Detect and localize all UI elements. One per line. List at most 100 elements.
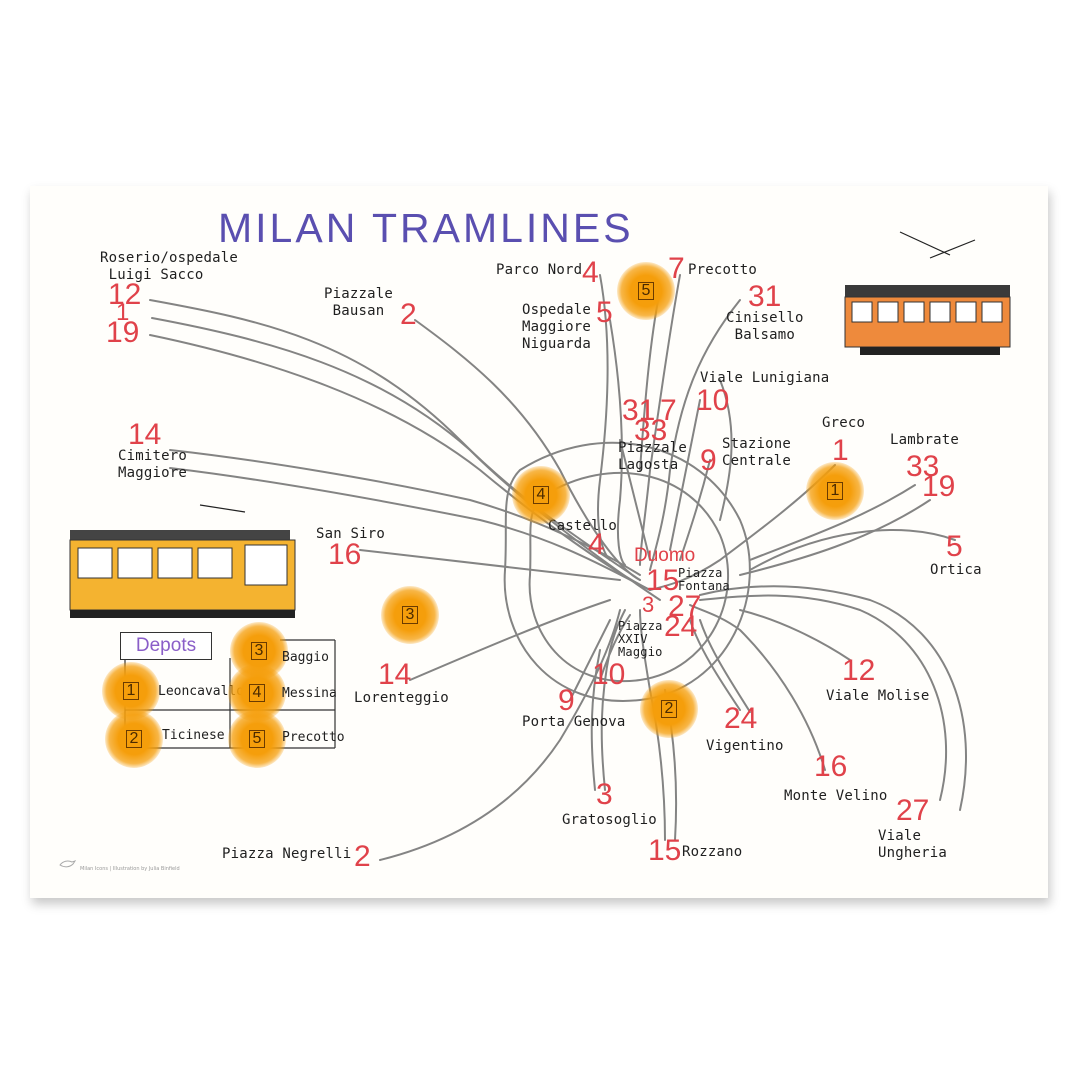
line-number: 3 xyxy=(596,778,613,811)
line-number: 31 xyxy=(622,394,656,427)
station-porta-genova: Porta Genova xyxy=(522,714,626,730)
line-10-s xyxy=(599,614,631,681)
line-27-se-b xyxy=(699,585,967,811)
line-1-nw xyxy=(149,334,651,591)
line-number: 1 xyxy=(116,299,130,326)
line-7 xyxy=(639,274,681,566)
line-12-se xyxy=(739,609,851,661)
line-24-s-b xyxy=(699,619,751,713)
station-niguarda: Ospedale Maggiore Niguarda xyxy=(522,302,592,352)
line-14-nw xyxy=(169,449,641,576)
line-number: 33 xyxy=(906,450,940,483)
line-number: 9 xyxy=(700,444,717,477)
line-2-sw xyxy=(379,609,621,861)
line-9-n xyxy=(679,459,711,561)
line-16-se xyxy=(689,604,826,771)
station-bausan: Piazzale Bausan xyxy=(324,286,394,319)
line-16-w xyxy=(359,549,621,581)
line-number: 19 xyxy=(106,316,140,349)
line-10-n xyxy=(669,399,701,551)
depot-marker-3: 3 xyxy=(381,586,439,644)
line-5-n xyxy=(609,319,626,566)
map-title: MILAN TRAMLINES xyxy=(218,205,634,251)
line-number: 5 xyxy=(596,296,613,329)
line-24-s xyxy=(689,619,741,711)
line-27-se xyxy=(699,594,948,801)
line-3 xyxy=(600,609,626,791)
station-xxiv-maggio: Piazza XXIV Maggio xyxy=(618,619,663,659)
line-lunigiana xyxy=(719,379,733,521)
station-cimitero: Cimitero Maggiore xyxy=(118,448,188,481)
line-number: 24 xyxy=(724,702,758,735)
legend-depot-4-name: Messina xyxy=(282,686,337,701)
station-ungheria: Viale Ungheria xyxy=(878,828,948,861)
station-san-siro: San Siro xyxy=(316,526,386,542)
line-number: 31 xyxy=(748,280,782,313)
line-number: 7 xyxy=(660,394,677,427)
line-number: 2 xyxy=(400,298,417,331)
line-3-b xyxy=(590,649,601,791)
line-5-e xyxy=(749,529,956,571)
vintage-tram-icon xyxy=(844,231,1011,355)
legend-depot-2: 2 xyxy=(105,710,163,768)
line-33 xyxy=(619,439,651,561)
station-lorenteggio: Lorenteggio xyxy=(354,690,449,706)
line-number: 10 xyxy=(592,658,626,691)
legend-depot-5: 5 xyxy=(228,710,286,768)
line-number: 2 xyxy=(354,840,371,873)
station-negrelli: Piazza Negrelli xyxy=(222,846,352,862)
line-number: 15 xyxy=(648,834,682,867)
depot-marker-4: 4 xyxy=(512,466,570,524)
line-number: 7 xyxy=(668,252,685,285)
station-fontana: Piazza Fontana xyxy=(678,566,730,593)
depot-marker-1: 1 xyxy=(806,462,864,520)
bird-icon xyxy=(59,860,76,868)
line-number: 12 xyxy=(108,278,142,311)
station-lunigiana: Viale Lunigiana xyxy=(700,370,830,386)
legend-depot-1-name: Leoncavallo xyxy=(158,684,245,699)
line-14-nw-b xyxy=(169,467,651,591)
station-centrale: Stazione Centrale xyxy=(722,436,792,469)
line-number: 14 xyxy=(128,418,162,451)
station-lambrate: Lambrate xyxy=(890,432,960,448)
line-33-ne xyxy=(749,484,916,561)
line-number: 16 xyxy=(328,538,362,571)
line-number: 3 xyxy=(642,592,655,617)
line-number: 27 xyxy=(668,590,702,623)
line-number: 1 xyxy=(832,434,849,467)
credit-line: Milan Icons | Illustration by Julia Binf… xyxy=(80,866,180,872)
line-number: 4 xyxy=(588,528,605,561)
depot-marker-5: 5 xyxy=(617,262,675,320)
station-molise: Viale Molise xyxy=(826,688,930,704)
line-12 xyxy=(149,299,641,581)
line-number: 12 xyxy=(842,654,876,687)
line-number: 24 xyxy=(664,610,698,643)
line-number: 16 xyxy=(814,750,848,783)
line-number: 14 xyxy=(378,658,412,691)
legend-depot-5-name: Precotto xyxy=(282,730,345,745)
station-parco-nord: Parco Nord xyxy=(496,262,583,278)
station-ortica: Ortica xyxy=(930,562,982,578)
line-19 xyxy=(151,317,661,601)
line-9-s xyxy=(569,619,611,701)
line-number: 9 xyxy=(558,684,575,717)
line-number: 19 xyxy=(922,470,956,503)
depot-marker-2: 2 xyxy=(640,680,698,738)
station-greco: Greco xyxy=(822,415,866,431)
depots-heading: Depots xyxy=(120,632,212,660)
station-castello: Castello xyxy=(548,518,618,534)
station-lagosta: Piazzale Lagosta xyxy=(618,440,688,473)
station-precotto: Precotto xyxy=(688,262,758,278)
station-rozzano: Rozzano xyxy=(682,844,743,860)
legend-depot-3-name: Baggio xyxy=(282,650,329,665)
ring-line-inner xyxy=(528,471,729,683)
legend-depot-2-name: Ticinese xyxy=(162,728,225,743)
line-4-n xyxy=(597,274,611,561)
station-cinisello: Cinisello Balsamo xyxy=(726,310,804,343)
line-31 xyxy=(649,299,741,571)
center-duomo: Duomo xyxy=(634,545,696,566)
station-roserio: Roserio/ospedale Luigi Sacco xyxy=(100,250,239,283)
line-number: 4 xyxy=(582,256,599,289)
station-vigentino: Vigentino xyxy=(706,738,784,754)
